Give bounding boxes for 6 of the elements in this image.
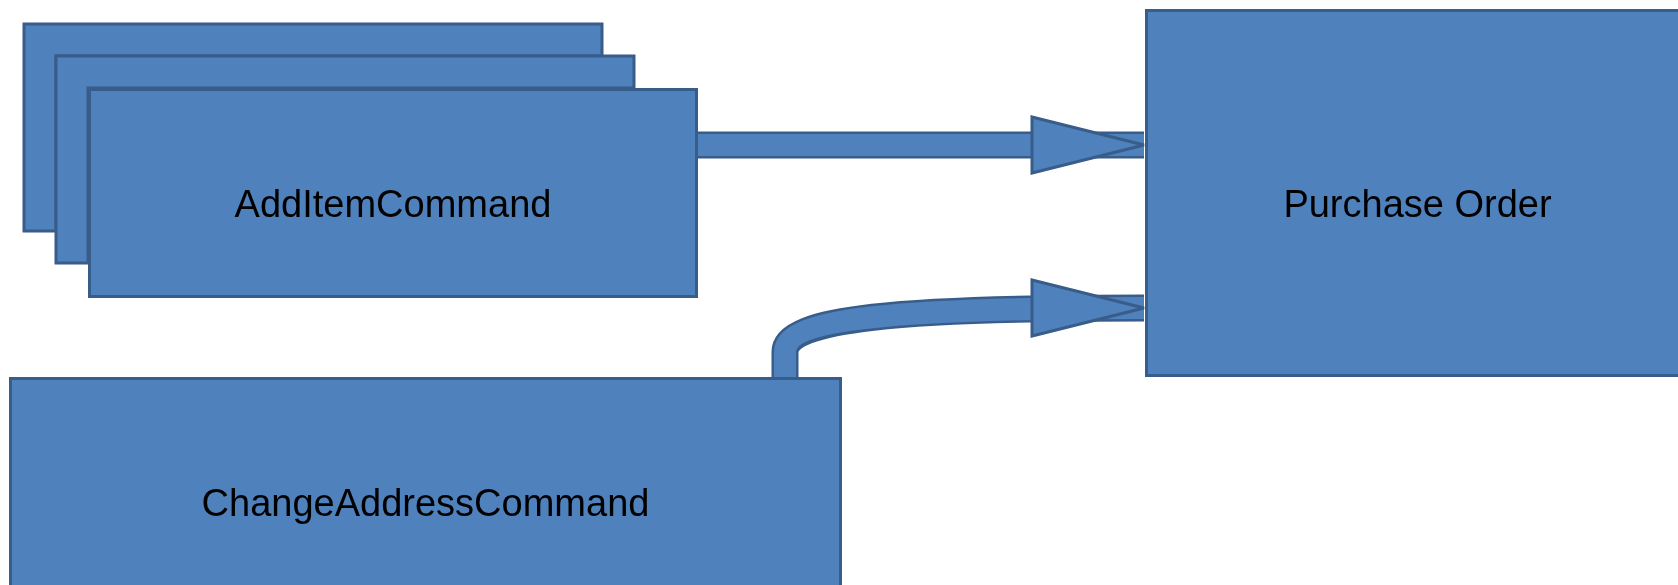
box-label: Purchase Order — [1283, 181, 1552, 226]
process-box — [1145, 9, 1678, 377]
process-box — [9, 377, 842, 585]
box-label: AddItemCommand — [234, 181, 552, 226]
box-label: ChangeAddressCommand — [201, 480, 650, 525]
process-box — [88, 88, 698, 298]
